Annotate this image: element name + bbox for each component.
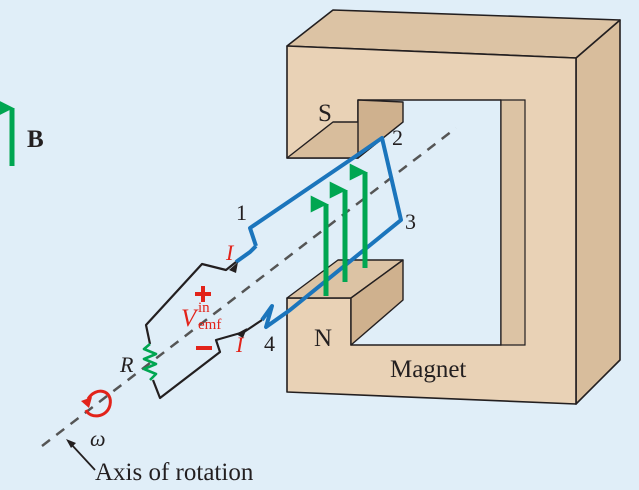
terminal-2-label: 2 [392,125,403,150]
resistor-label: R [120,352,134,377]
magnet-back-face [575,19,621,405]
s-pole-label: S [318,100,332,127]
terminal-3-label: 3 [405,209,416,234]
resistor [142,343,158,381]
emf-superscript: in [198,300,210,316]
current-label-top: I [226,240,234,265]
axis-label: Axis of rotation [95,459,254,486]
n-pole-label: N [314,325,333,352]
b-field-label: B [27,126,44,153]
terminal-1-label: 1 [236,200,247,225]
current-arrow-bottom [236,328,247,338]
emf-symbol: V [181,305,197,332]
rotation-arrowhead [81,397,92,408]
terminal-4-label: 4 [264,331,275,356]
circuit-lead-bottom [151,319,263,400]
magnet-inner-wall [500,99,526,346]
plus-mark-v [201,286,205,302]
current-label-bottom: I [236,332,244,357]
axis-pointer [70,443,96,471]
n-pole-side [350,259,404,346]
emf-subscript: emf [198,317,222,333]
coil-loop [248,136,403,329]
axis-pointer-head [66,439,76,448]
rotation-axis [41,127,457,447]
omega-label: ω [90,426,106,451]
minus-mark [196,346,212,350]
magnet-label: Magnet [390,356,467,383]
circuit-lead-top [144,261,237,345]
current-arrow-top [229,262,238,273]
coil-lead-top [234,244,258,264]
rotation-arc [84,389,112,418]
s-pole-side [357,99,404,159]
